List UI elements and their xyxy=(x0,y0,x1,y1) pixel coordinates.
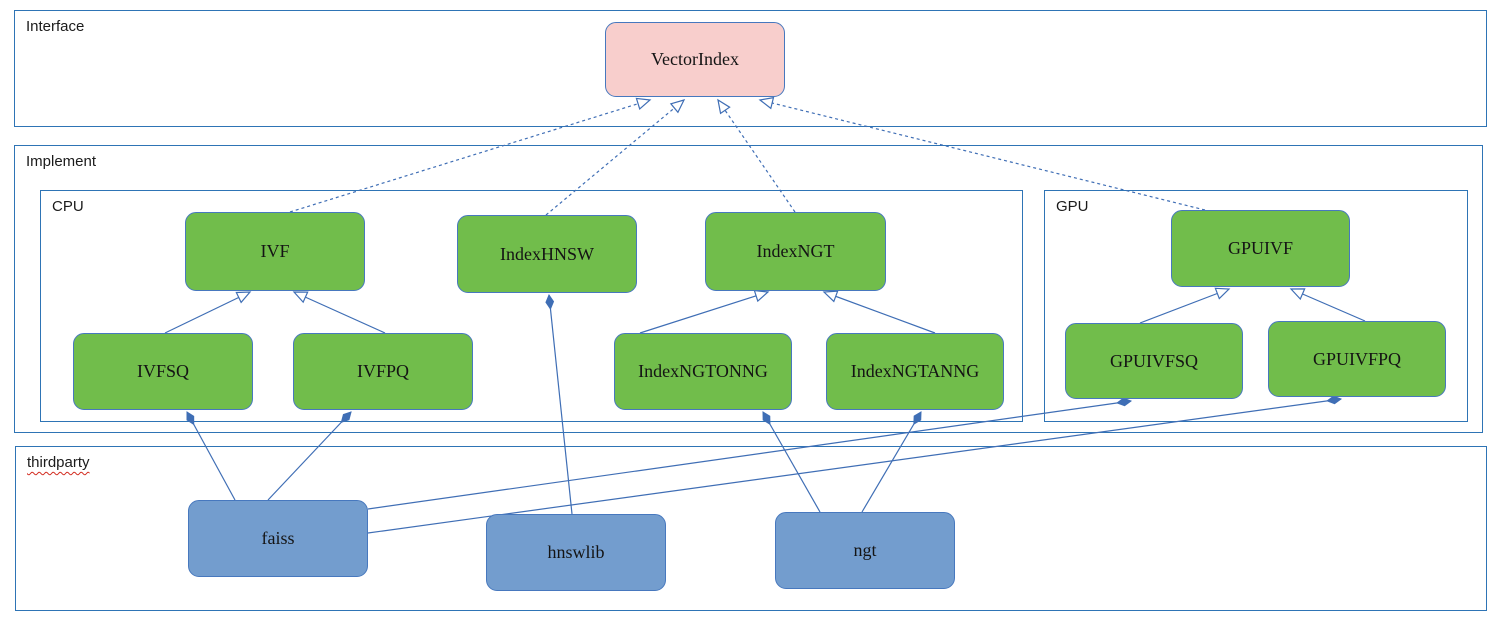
edge-indexngt-vectorindex xyxy=(717,98,796,213)
edge-faiss-ivfpq xyxy=(267,411,352,501)
edge-ivfsq-ivf xyxy=(164,291,252,334)
node-gpuivfpq[interactable]: GPUIVFPQ xyxy=(1268,321,1446,397)
node-vectorindex-label: VectorIndex xyxy=(651,49,739,69)
edge-indexhnsw-vectorindex xyxy=(545,99,686,216)
node-indexngtonng-label: IndexNGTONNG xyxy=(638,361,768,381)
node-indexngt-label: IndexNGT xyxy=(756,241,835,261)
edge-indexngtanng-indexngt xyxy=(822,290,936,334)
node-indexhnsw[interactable]: IndexHNSW xyxy=(457,215,637,293)
node-ngt[interactable]: ngt xyxy=(775,512,955,589)
node-ivfsq-label: IVFSQ xyxy=(136,361,189,381)
edge-gpuivfpq-gpuivf xyxy=(1289,288,1366,322)
edge-hnswlib-indexhnsw xyxy=(545,293,573,515)
edge-indexngtonng-indexngt xyxy=(639,289,770,334)
edge-faiss-gpuivfsq xyxy=(367,397,1133,510)
edge-ivf-vectorindex xyxy=(289,97,652,213)
section-thirdparty-label: thirdparty xyxy=(27,454,90,471)
section-interface: Interface xyxy=(14,10,1487,127)
section-gpu: GPU xyxy=(1044,190,1468,422)
node-gpuivf-label: GPUIVF xyxy=(1227,238,1293,258)
section-implement: Implement xyxy=(14,145,1483,433)
node-indexngtanng-label: IndexNGTANNG xyxy=(850,361,980,381)
section-implement-label: Implement xyxy=(26,153,97,170)
node-gpuivfpq-label: GPUIVFPQ xyxy=(1312,348,1402,369)
edge-gpuivf-vectorindex xyxy=(758,96,1206,211)
node-faiss-label: faiss xyxy=(261,528,295,548)
edge-ivfpq-ivf xyxy=(292,291,386,334)
node-indexngtonng[interactable]: IndexNGTONNG xyxy=(614,333,792,410)
node-ivf-label: IVF xyxy=(260,241,290,261)
section-cpu: CPU xyxy=(40,190,1023,422)
edge-faiss-gpuivfpq xyxy=(367,395,1343,534)
node-faiss[interactable]: faiss xyxy=(188,500,368,577)
node-hnswlib[interactable]: hnswlib xyxy=(486,514,666,591)
section-thirdparty: thirdparty xyxy=(15,446,1487,611)
node-gpuivfsq-label: GPUIVFSQ xyxy=(1109,350,1199,371)
node-vectorindex[interactable]: VectorIndex xyxy=(605,22,785,97)
node-ivf[interactable]: IVF xyxy=(185,212,365,291)
edge-ngt-indexngtanng xyxy=(861,411,922,513)
edge-faiss-ivfsq xyxy=(186,411,236,501)
node-ivfpq[interactable]: IVFPQ xyxy=(293,333,473,410)
node-ivfpq-label: IVFPQ xyxy=(356,361,409,381)
node-ngt-label: ngt xyxy=(853,540,877,560)
node-gpuivfsq[interactable]: GPUIVFSQ xyxy=(1065,323,1243,399)
section-gpu-label: GPU xyxy=(1056,198,1089,215)
node-indexngtanng[interactable]: IndexNGTANNG xyxy=(826,333,1004,410)
node-ivfsq[interactable]: IVFSQ xyxy=(73,333,253,410)
edge-ngt-indexngtonng xyxy=(762,411,821,513)
node-indexhnsw-label: IndexHNSW xyxy=(500,243,594,264)
section-interface-label: Interface xyxy=(26,18,85,35)
section-cpu-label: CPU xyxy=(52,198,84,215)
edge-gpuivfsq-gpuivf xyxy=(1139,287,1231,324)
node-gpuivf[interactable]: GPUIVF xyxy=(1171,210,1350,287)
node-indexngt[interactable]: IndexNGT xyxy=(705,212,886,291)
node-hnswlib-label: hnswlib xyxy=(547,542,605,562)
